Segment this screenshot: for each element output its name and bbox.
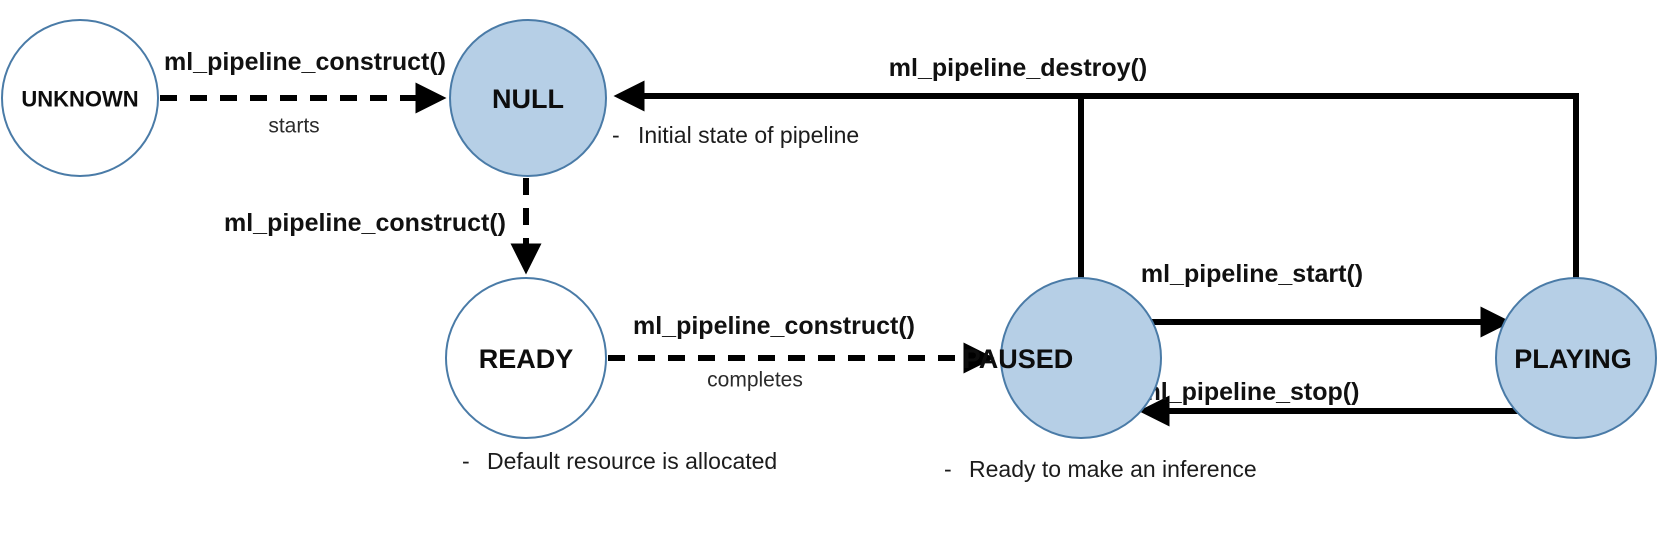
state-node-null-circle[interactable] (449, 19, 607, 177)
edge-line-destroy-playing-branch (613, 80, 1579, 278)
edge-label-unknown-to-null: ml_pipeline_construct() (164, 48, 446, 76)
edge-label-ready-to-paused: ml_pipeline_construct() (633, 312, 915, 340)
state-node-unknown-label: UNKNOWN (21, 87, 138, 112)
edge-destroy-to-null: ml_pipeline_destroy() (613, 54, 1579, 278)
edge-label-destroy-to-null: ml_pipeline_destroy() (889, 54, 1147, 82)
state-node-playing[interactable]: PLAYING (1495, 277, 1657, 439)
note-paused-state: - Ready to make an inference (944, 456, 1257, 482)
note-ready-state: - Default resource is allocated (462, 448, 777, 474)
edge-null-to-ready: ml_pipeline_construct() (224, 178, 542, 275)
note-paused-dash: - (944, 456, 952, 482)
edge-sublabel-unknown-to-null: starts (268, 115, 319, 138)
edge-ready-to-paused: ml_pipeline_construct() completes (608, 312, 995, 392)
state-node-paused-label: PAUSED (963, 344, 1074, 374)
edge-unknown-to-null: ml_pipeline_construct() starts (160, 48, 447, 138)
edge-label-playing-to-paused: ml_pipeline_stop() (1139, 378, 1360, 406)
state-node-unknown-circle[interactable] (1, 19, 159, 177)
note-null-text: Initial state of pipeline (638, 122, 859, 148)
edge-label-null-to-ready: ml_pipeline_construct() (224, 209, 506, 237)
state-node-playing-label: PLAYING (1514, 344, 1632, 374)
state-node-unknown[interactable]: UNKNOWN (1, 19, 159, 177)
edge-sublabel-ready-to-paused: completes (707, 369, 803, 392)
note-ready-dash: - (462, 448, 470, 474)
state-node-null-label: NULL (492, 84, 564, 114)
edge-playing-to-paused: ml_pipeline_stop() (1138, 378, 1520, 427)
note-ready-text: Default resource is allocated (487, 448, 777, 474)
state-node-null[interactable]: NULL (449, 19, 607, 177)
state-node-playing-circle[interactable] (1495, 277, 1657, 439)
state-node-paused-circle[interactable] (1000, 277, 1162, 439)
state-node-ready-circle[interactable] (445, 277, 607, 439)
state-node-ready[interactable]: READY (445, 277, 607, 439)
edge-paused-to-playing: ml_pipeline_start() (1140, 260, 1512, 338)
edge-label-paused-to-playing: ml_pipeline_start() (1141, 260, 1363, 288)
note-null-dash: - (612, 122, 620, 148)
note-paused-text: Ready to make an inference (969, 456, 1257, 482)
state-node-ready-label: READY (479, 344, 574, 374)
note-null-state: - Initial state of pipeline (612, 122, 859, 148)
state-node-paused[interactable]: PAUSED (963, 277, 1162, 439)
